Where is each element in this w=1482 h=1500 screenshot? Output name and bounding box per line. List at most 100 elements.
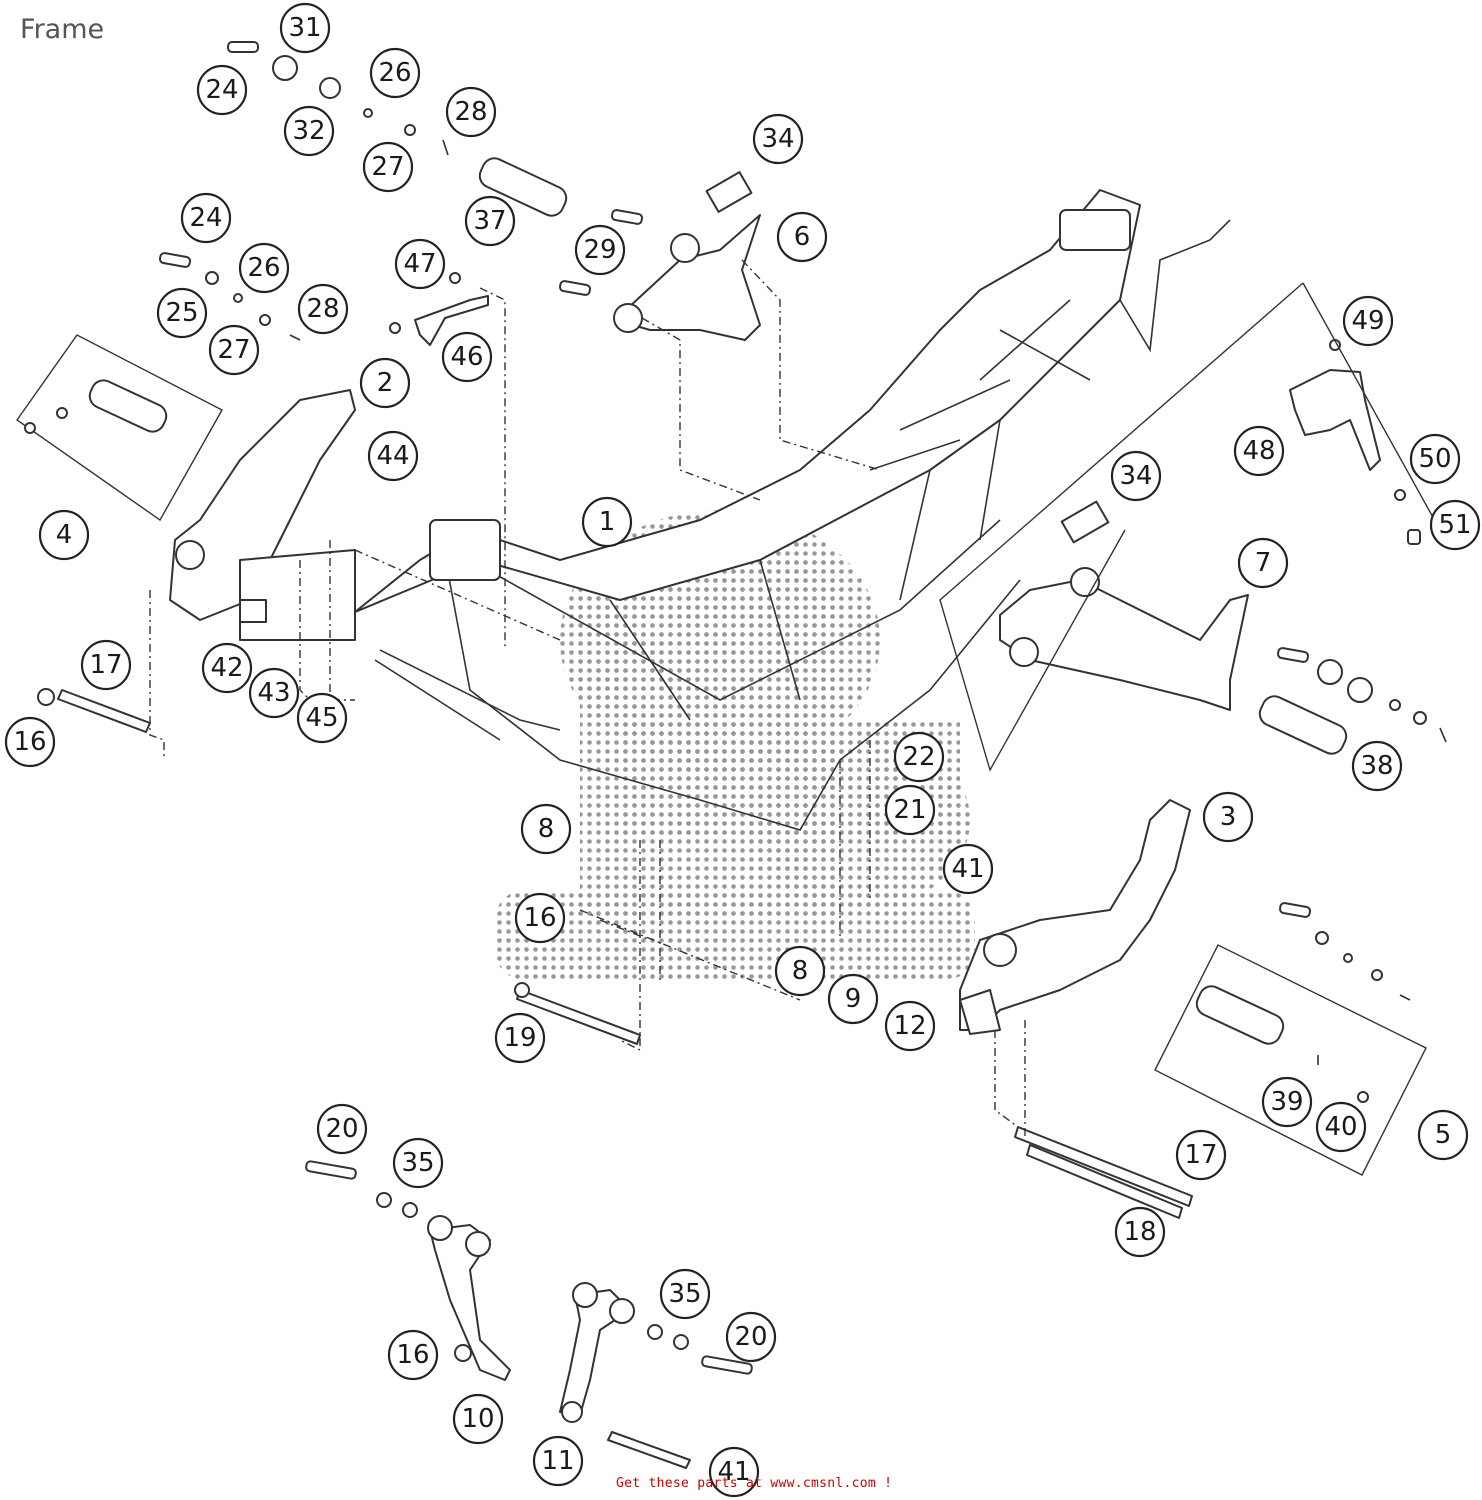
callout-49: 49 <box>1342 295 1394 347</box>
callout-20: 20 <box>316 1103 368 1155</box>
callout-label: 46 <box>450 342 483 372</box>
rear-peg-bracket-7 <box>999 500 1249 711</box>
callout-label: 45 <box>305 703 338 733</box>
callout-label: 1 <box>599 507 616 537</box>
callout-37: 37 <box>464 195 516 247</box>
callout-label: 12 <box>893 1011 926 1041</box>
right-footpeg-assembly-5 <box>1154 902 1427 1176</box>
callout-51: 51 <box>1429 499 1481 551</box>
callout-label: 16 <box>13 727 46 757</box>
callout-18: 18 <box>1114 1206 1166 1258</box>
callout-label: 28 <box>306 294 339 324</box>
callout-label: 27 <box>217 335 250 365</box>
callout-label: 8 <box>792 956 809 986</box>
callout-50: 50 <box>1409 433 1461 485</box>
callout-7: 7 <box>1237 537 1289 589</box>
callout-label: 8 <box>538 814 555 844</box>
left-footpeg-assembly <box>16 334 223 522</box>
callout-40: 40 <box>1315 1101 1367 1153</box>
callout-47: 47 <box>394 238 446 290</box>
callout-17-b: 17 <box>1175 1129 1227 1181</box>
callout-label: 41 <box>951 854 984 884</box>
bracket-48 <box>939 282 1441 772</box>
callout-27: 27 <box>362 141 414 193</box>
callout-label: 34 <box>1119 461 1152 491</box>
right-rear-footpeg-38 <box>1258 647 1447 755</box>
parts-link-text[interactable]: Get these parts at www.cmsnl.com ! <box>616 1476 893 1491</box>
callout-22: 22 <box>893 731 945 783</box>
callout-label: 22 <box>902 742 935 772</box>
callout-label: 28 <box>454 97 487 127</box>
callout-label: 11 <box>541 1446 574 1476</box>
callout-26-b: 26 <box>238 242 290 294</box>
callout-42: 42 <box>201 642 253 694</box>
callout-48: 48 <box>1233 425 1285 477</box>
callout-27-b: 27 <box>208 324 260 376</box>
callout-label: 48 <box>1242 436 1275 466</box>
callout-29: 29 <box>574 224 626 276</box>
callout-label: 25 <box>165 298 198 328</box>
callout-16: 16 <box>4 716 56 768</box>
callout-label: 4 <box>56 520 73 550</box>
callout-28: 28 <box>445 86 497 138</box>
diagram-title: Frame <box>20 14 105 45</box>
callout-label: 19 <box>503 1023 536 1053</box>
callout-45: 45 <box>296 692 348 744</box>
callout-24: 24 <box>196 64 248 116</box>
long-bolts-right <box>1014 1126 1193 1219</box>
callout-5: 5 <box>1417 1109 1469 1161</box>
callout-label: 44 <box>376 441 409 471</box>
callout-24-b: 24 <box>180 192 232 244</box>
callout-38: 38 <box>1351 740 1403 792</box>
callout-44: 44 <box>367 430 419 482</box>
callout-16-c: 16 <box>387 1329 439 1381</box>
callout-31: 31 <box>279 2 331 54</box>
callout-label: 10 <box>461 1404 494 1434</box>
callout-41-b: 41 <box>708 1446 760 1498</box>
lower-links <box>305 1160 753 1469</box>
callout-label: 39 <box>1270 1087 1303 1117</box>
left-rear-peg-bracket <box>169 389 356 641</box>
callout-35: 35 <box>392 1137 444 1189</box>
callout-label: 20 <box>325 1114 358 1144</box>
callout-label: 7 <box>1255 548 1272 578</box>
callout-label: 32 <box>292 116 325 146</box>
callout-label: 41 <box>717 1457 750 1487</box>
callout-label: 40 <box>1324 1112 1357 1142</box>
callout-41: 41 <box>942 843 994 895</box>
callout-2: 2 <box>359 357 411 409</box>
callout-17: 17 <box>80 639 132 691</box>
callout-label: 16 <box>523 903 556 933</box>
callout-3: 3 <box>1202 791 1254 843</box>
callout-label: 2 <box>377 368 394 398</box>
callout-label: 24 <box>205 75 238 105</box>
callout-label: 9 <box>845 984 862 1014</box>
callout-label: 35 <box>668 1279 701 1309</box>
callout-label: 31 <box>288 13 321 43</box>
callout-label: 38 <box>1360 751 1393 781</box>
callout-8: 8 <box>520 803 572 855</box>
long-bolts-left <box>37 688 641 1045</box>
callout-label: 18 <box>1123 1217 1156 1247</box>
callout-label: 27 <box>371 152 404 182</box>
callout-20-b: 20 <box>725 1311 777 1363</box>
right-footpeg-bracket-3 <box>959 799 1191 1035</box>
callout-34-b: 34 <box>1110 450 1162 502</box>
callout-35-b: 35 <box>659 1268 711 1320</box>
callout-label: 26 <box>247 253 280 283</box>
leader-lines <box>149 259 1026 1140</box>
callout-label: 20 <box>734 1322 767 1352</box>
callout-9: 9 <box>827 973 879 1025</box>
callout-label: 37 <box>473 206 506 236</box>
callout-label: 34 <box>761 124 794 154</box>
callout-label: 17 <box>89 650 122 680</box>
bracket-46 <box>389 272 489 346</box>
callout-label: 3 <box>1220 802 1237 832</box>
callout-46: 46 <box>441 331 493 383</box>
callout-10: 10 <box>452 1393 504 1445</box>
callout-16-b: 16 <box>514 892 566 944</box>
callout-label: 51 <box>1438 510 1471 540</box>
callout-label: 43 <box>257 678 290 708</box>
